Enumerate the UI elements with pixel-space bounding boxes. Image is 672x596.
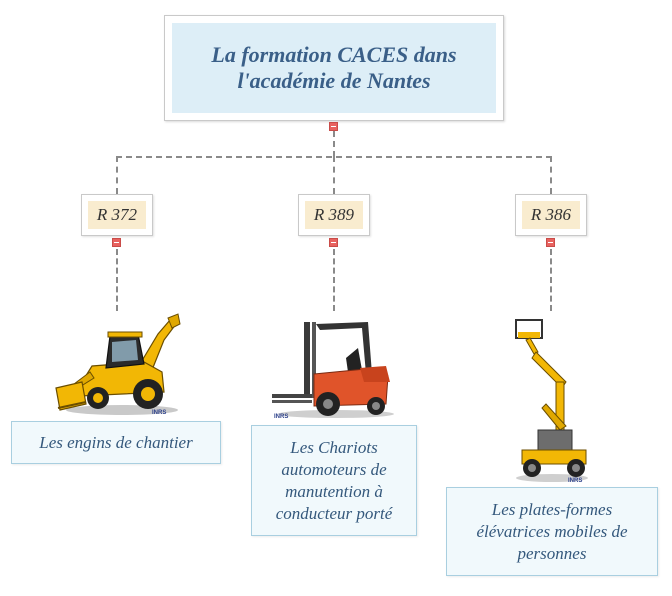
forklift-icon: INRS bbox=[272, 322, 394, 420]
description-text: Les Chariots automoteurs de manutention … bbox=[275, 437, 393, 523]
credit-label: INRS bbox=[152, 410, 166, 416]
code-node-r372[interactable]: R 372 bbox=[81, 194, 153, 236]
code-node-r389[interactable]: R 389 bbox=[298, 194, 370, 236]
description-text: Les engins de chantier bbox=[39, 432, 193, 452]
code-label: R 372 bbox=[88, 201, 146, 229]
root-title: La formation CACES dans l'académie de Na… bbox=[211, 42, 457, 93]
backhoe-loader-icon: INRS bbox=[55, 313, 181, 416]
root-collapse-toggle[interactable] bbox=[329, 122, 338, 131]
description-box-chariots[interactable]: Les Chariots automoteurs de manutention … bbox=[251, 425, 417, 536]
item-connector-2 bbox=[333, 249, 335, 311]
credit-label: INRS bbox=[274, 414, 288, 420]
code-label: R 389 bbox=[305, 201, 363, 229]
root-node[interactable]: La formation CACES dans l'académie de Na… bbox=[164, 15, 504, 121]
code-collapse-toggle[interactable] bbox=[329, 238, 338, 247]
item-connector-3 bbox=[550, 249, 552, 311]
branch-connector-1 bbox=[116, 156, 118, 194]
item-connector-1 bbox=[116, 249, 118, 311]
branch-connector-2 bbox=[333, 156, 335, 194]
description-box-engins-chantier[interactable]: Les engins de chantier bbox=[11, 421, 221, 464]
code-collapse-toggle[interactable] bbox=[112, 238, 121, 247]
credit-label: INRS bbox=[568, 478, 582, 484]
code-label: R 386 bbox=[522, 201, 580, 229]
code-node-r386[interactable]: R 386 bbox=[515, 194, 587, 236]
root-connector bbox=[333, 131, 335, 157]
branch-connector-3 bbox=[550, 156, 552, 194]
aerial-work-platform-icon: INRS bbox=[515, 319, 588, 484]
description-text: Les plates-formes élévatrices mobiles de… bbox=[476, 499, 628, 563]
description-box-plates-formes[interactable]: Les plates-formes élévatrices mobiles de… bbox=[446, 487, 658, 576]
code-collapse-toggle[interactable] bbox=[546, 238, 555, 247]
root-node-body: La formation CACES dans l'académie de Na… bbox=[172, 23, 496, 113]
